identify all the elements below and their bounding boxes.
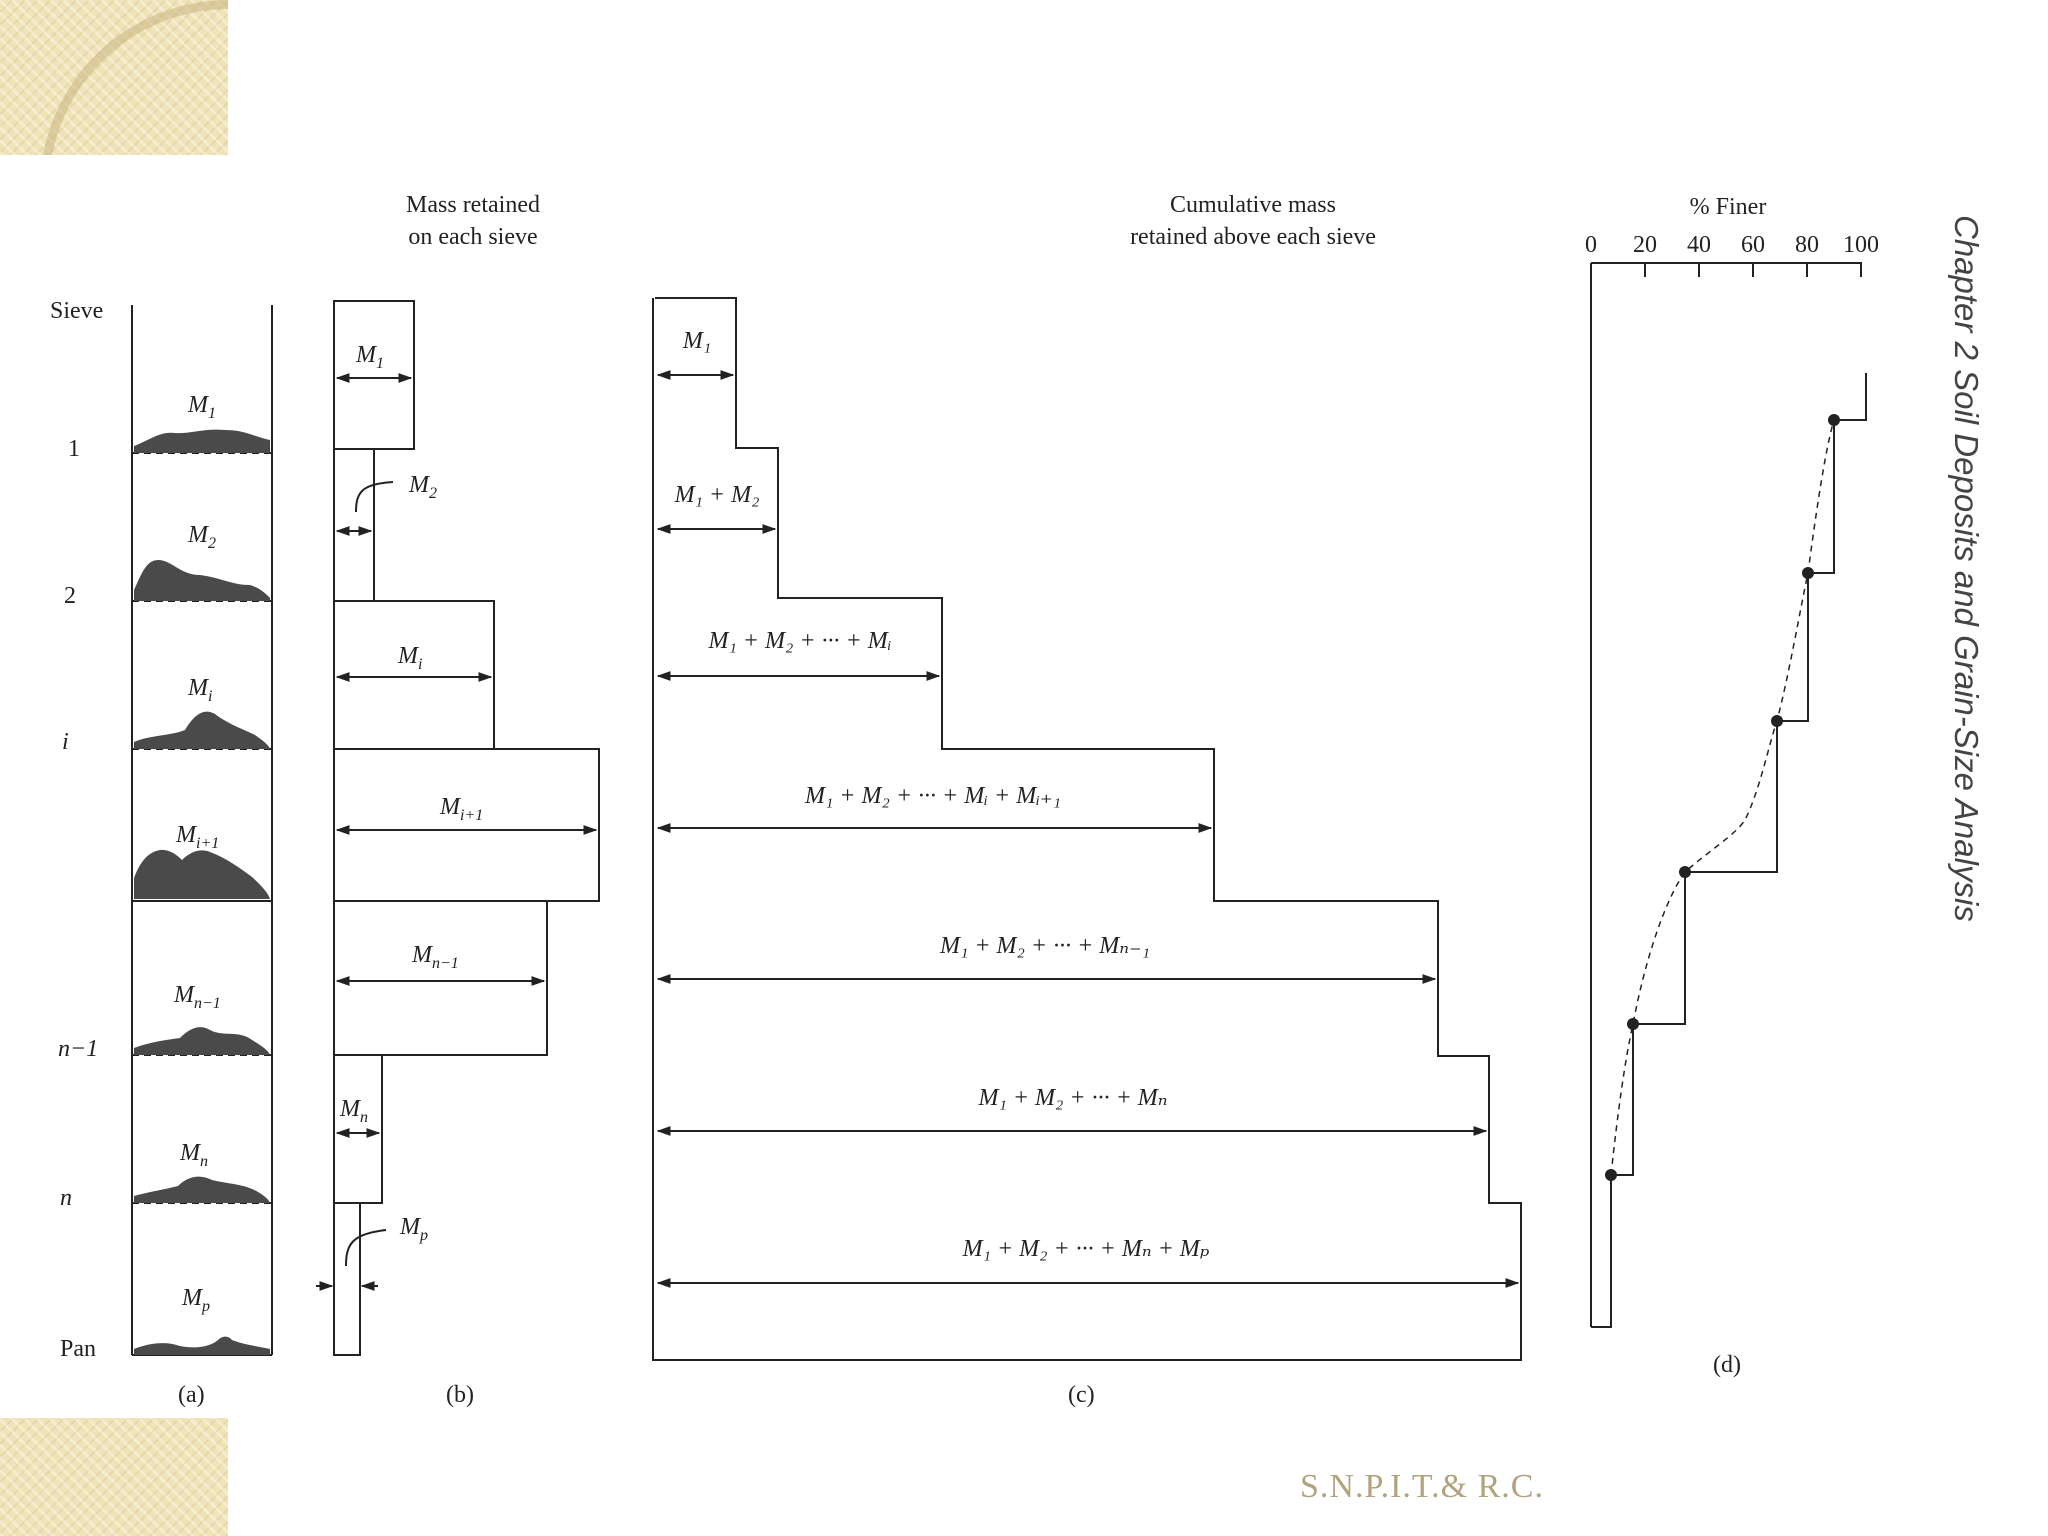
sediment-pile bbox=[134, 711, 270, 749]
panel-c-text: Cumulative mass retained above each siev… bbox=[674, 192, 1376, 1408]
sieve-header: Sieve bbox=[50, 298, 103, 324]
sediment-pile bbox=[134, 1176, 270, 1203]
grading-curve bbox=[1610, 419, 1835, 1176]
mass-bar bbox=[333, 900, 548, 1056]
sediment-piles bbox=[134, 429, 270, 1355]
mass-label: Mp bbox=[399, 1214, 428, 1244]
cumulative-label: M₁ bbox=[682, 328, 711, 354]
data-point bbox=[1679, 866, 1691, 878]
sieve-label: n bbox=[60, 1185, 72, 1211]
leader-line bbox=[355, 481, 394, 513]
decorative-strip-bottom bbox=[0, 1418, 228, 1536]
data-point bbox=[1802, 567, 1814, 579]
panel-b-text: Mass retained on each sieve M1 M2 Mi Mi+… bbox=[339, 192, 540, 1408]
sediment-pile bbox=[134, 429, 270, 453]
tick-label: 80 bbox=[1795, 232, 1819, 258]
sieve-label: 1 bbox=[68, 436, 80, 462]
cumulative-label: M₁ + M₂ + ··· + Mₙ bbox=[978, 1085, 1168, 1111]
finer-staircase bbox=[1591, 373, 1867, 1328]
data-point bbox=[1771, 715, 1783, 727]
mass-label: Mn−1 bbox=[411, 942, 459, 972]
sieve-label: i bbox=[62, 729, 69, 755]
tick-label: 100 bbox=[1843, 232, 1879, 258]
mass-label: M2 bbox=[408, 472, 437, 502]
mass-label: Mi bbox=[397, 643, 422, 673]
cumulative-label: M₁ + M₂ bbox=[674, 482, 760, 508]
panel-a-caption: (a) bbox=[178, 1382, 205, 1408]
data-point bbox=[1605, 1169, 1617, 1181]
mass-bar bbox=[333, 1054, 383, 1204]
tick-label: 60 bbox=[1741, 232, 1765, 258]
panel-b-title: Mass retained bbox=[406, 192, 540, 218]
panel-c-arrows bbox=[656, 370, 1520, 1288]
panel-c-caption: (c) bbox=[1068, 1382, 1095, 1408]
mass-bar bbox=[333, 448, 375, 602]
panel-c-title: retained above each sieve bbox=[1130, 224, 1376, 250]
sediment-pile bbox=[134, 1027, 270, 1055]
mass-bar bbox=[333, 1202, 361, 1356]
cumulative-staircase bbox=[652, 297, 1522, 1361]
panel-d-axis bbox=[1590, 262, 1862, 1327]
mass-label: Mi bbox=[187, 675, 212, 705]
cumulative-label: M₁ + M₂ + ··· + Mₙ + Mₚ bbox=[962, 1236, 1210, 1262]
mass-bar bbox=[333, 748, 600, 902]
footer-credit: S.N.P.I.T.& R.C. bbox=[1300, 1468, 1544, 1505]
mass-bar bbox=[333, 600, 495, 750]
mass-label: Mn−1 bbox=[173, 982, 221, 1012]
cumulative-label: M₁ + M₂ + ··· + Mᵢ bbox=[707, 628, 891, 654]
panel-d-title: % Finer bbox=[1690, 194, 1767, 220]
leader-line bbox=[345, 1229, 387, 1267]
mass-label: Mi+1 bbox=[175, 822, 219, 852]
panel-c-title: Cumulative mass bbox=[1170, 192, 1336, 218]
panel-b-arrows bbox=[316, 373, 598, 1291]
panel-b-bars bbox=[333, 300, 600, 1356]
panel-b-caption: (b) bbox=[446, 1382, 474, 1408]
mass-label: M2 bbox=[187, 522, 216, 552]
panel-d-text: % Finer 0 20 40 60 80 100 (d) bbox=[1585, 194, 1879, 1378]
tick-label: 20 bbox=[1633, 232, 1657, 258]
data-point bbox=[1627, 1018, 1639, 1030]
tick-label: 0 bbox=[1585, 232, 1597, 258]
mass-label: Mn bbox=[339, 1096, 368, 1126]
panel-d-caption: (d) bbox=[1713, 1352, 1741, 1378]
figure-panel bbox=[16, 155, 2048, 1418]
mass-label: M1 bbox=[355, 342, 384, 372]
sediment-pile bbox=[134, 560, 270, 601]
mass-label: M1 bbox=[187, 392, 216, 422]
sieve-label: n−1 bbox=[58, 1036, 98, 1062]
mass-label: Mi+1 bbox=[439, 794, 483, 824]
data-point bbox=[1828, 414, 1840, 426]
mass-label: Mp bbox=[181, 1285, 210, 1315]
mass-label: Mn bbox=[179, 1140, 208, 1170]
sieve-label: 2 bbox=[64, 583, 76, 609]
cumulative-label: M₁ + M₂ + ··· + Mᵢ + Mᵢ₊₁ bbox=[804, 783, 1061, 809]
sediment-pile bbox=[134, 849, 270, 899]
sieve-label: Pan bbox=[60, 1336, 96, 1362]
panel-a-text: Sieve 1 2 i n−1 n Pan M1 M2 Mi Mi+1 Mn−1… bbox=[50, 298, 221, 1408]
grading-points bbox=[1605, 414, 1840, 1181]
cumulative-label: M₁ + M₂ + ··· + Mₙ₋₁ bbox=[939, 933, 1150, 959]
tick-label: 40 bbox=[1687, 232, 1711, 258]
panel-b-title: on each sieve bbox=[408, 224, 537, 250]
mass-bar bbox=[333, 300, 415, 450]
chapter-side-title: Chapter 2 Soil Deposits and Grain-Size A… bbox=[1948, 215, 1985, 922]
sediment-pile bbox=[134, 1336, 270, 1355]
